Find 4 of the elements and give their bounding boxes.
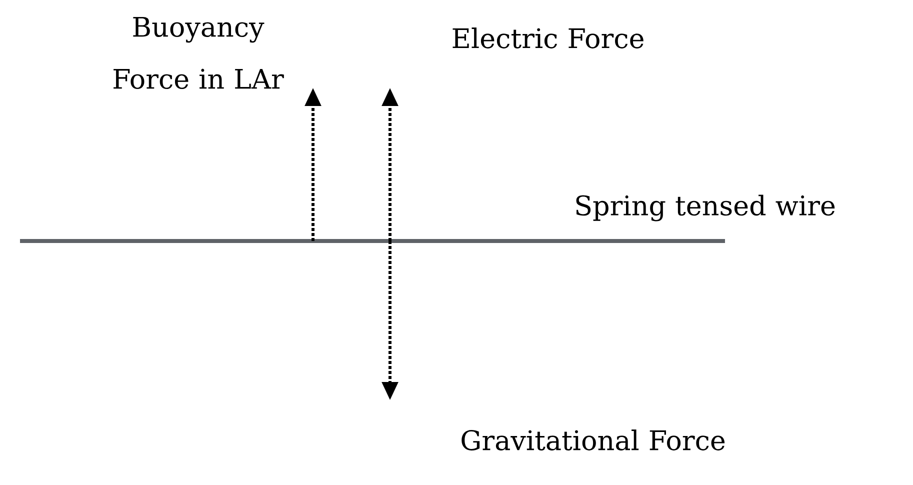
- force-label: Spring tensed wire: [576, 194, 835, 222]
- force-label: Buoyancy Force in LAr: [114, 16, 284, 90]
- force-label: Electric Force: [452, 28, 644, 48]
- force-label: Gravitational Force: [462, 430, 725, 450]
